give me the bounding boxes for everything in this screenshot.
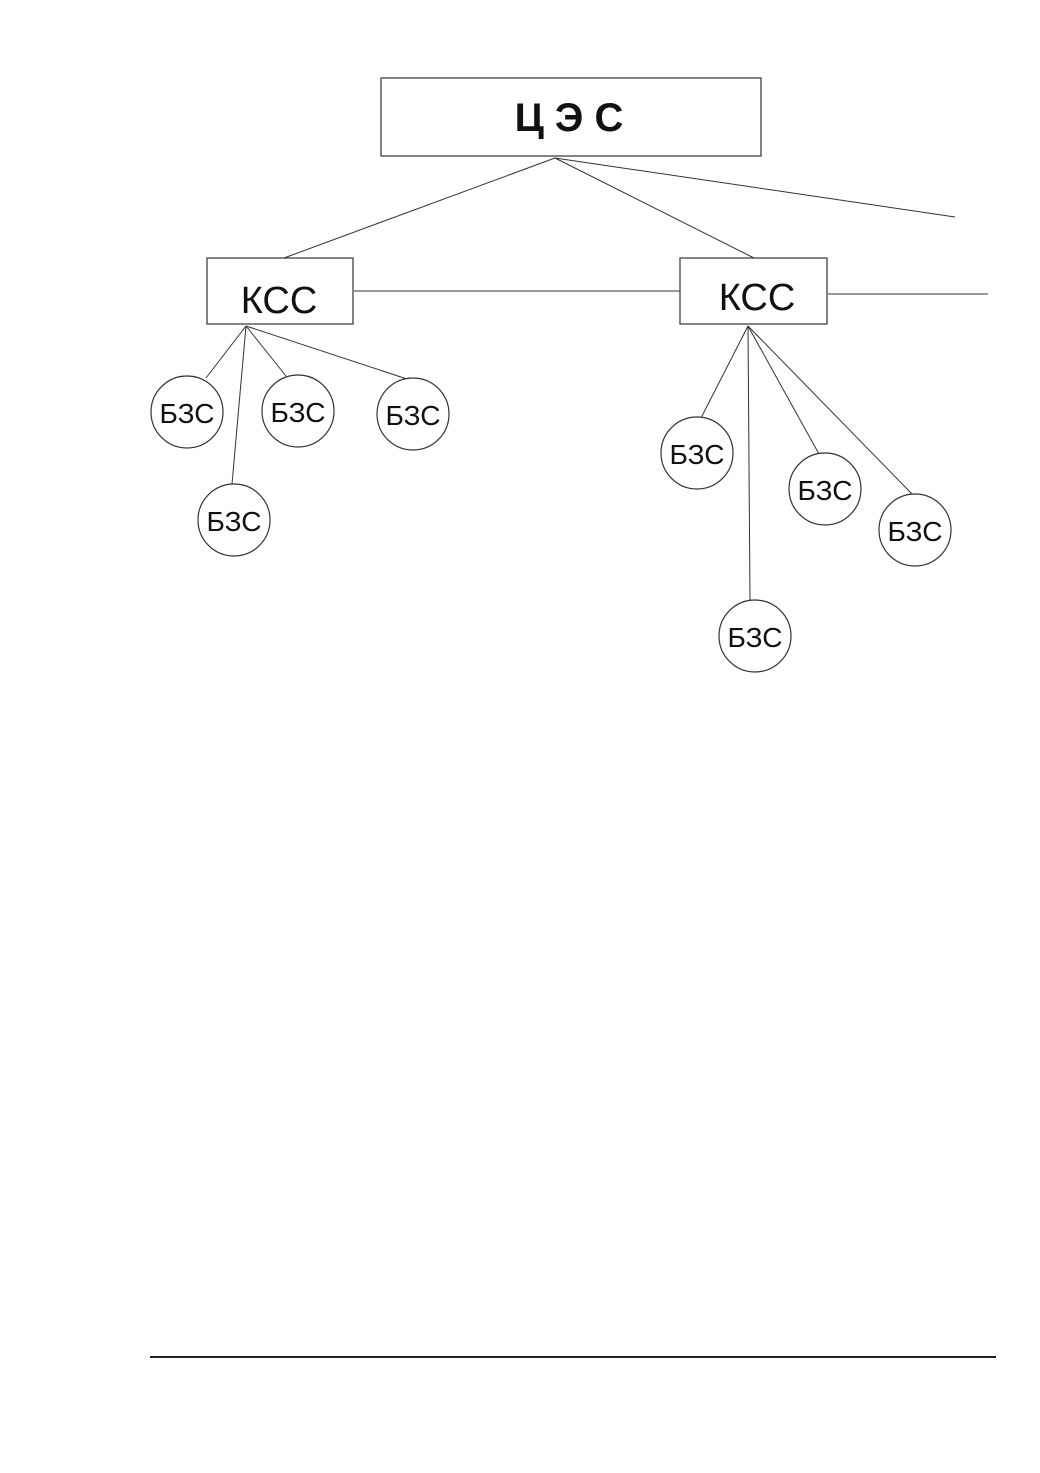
bzs-label: БЗС [728,622,783,653]
connector-lines [205,157,988,601]
edge-root-offscreen [554,157,956,218]
edge-ksc-left-bzs-3 [245,325,411,381]
ksc-right-label: КСС [719,277,796,319]
bzs-node: БЗС [660,416,734,490]
bzs-label: БЗС [888,516,943,547]
edge-ksc-left-bzs-2 [245,325,287,377]
bzs-node: БЗС [718,599,792,673]
bzs-node: БЗС [878,493,952,567]
edge-ksc-right-bzs-1 [700,325,749,419]
edge-ksc-right-bzs-4 [747,325,751,601]
ksc-node-right: КСС [679,257,828,325]
edge-ksc-right-bzs-3 [747,325,913,495]
bzs-node: БЗС [150,375,224,449]
ksc-left-label: КСС [241,280,318,322]
bzs-node: БЗС [376,377,450,451]
bzs-label: БЗС [798,475,853,506]
bzs-label: БЗС [271,397,326,428]
bzs-node: БЗС [197,483,271,557]
edge-root-ksc-left [283,157,556,259]
bzs-node: БЗС [261,374,335,448]
bzs-node: БЗС [788,452,862,526]
edge-ksc-left-bzs-4 [231,325,247,485]
bzs-label: БЗС [670,439,725,470]
bzs-label: БЗС [160,398,215,429]
bzs-label: БЗС [386,400,441,431]
edge-root-ksc-right [554,157,755,259]
bzs-label: БЗС [207,506,262,537]
ksc-node-left: КСС [206,257,354,325]
root-node: Ц Э С [380,77,762,157]
edge-ksc-left-bzs-1 [205,325,247,379]
root-label: Ц Э С [515,96,624,140]
edge-ksc-right-bzs-2 [747,325,820,455]
